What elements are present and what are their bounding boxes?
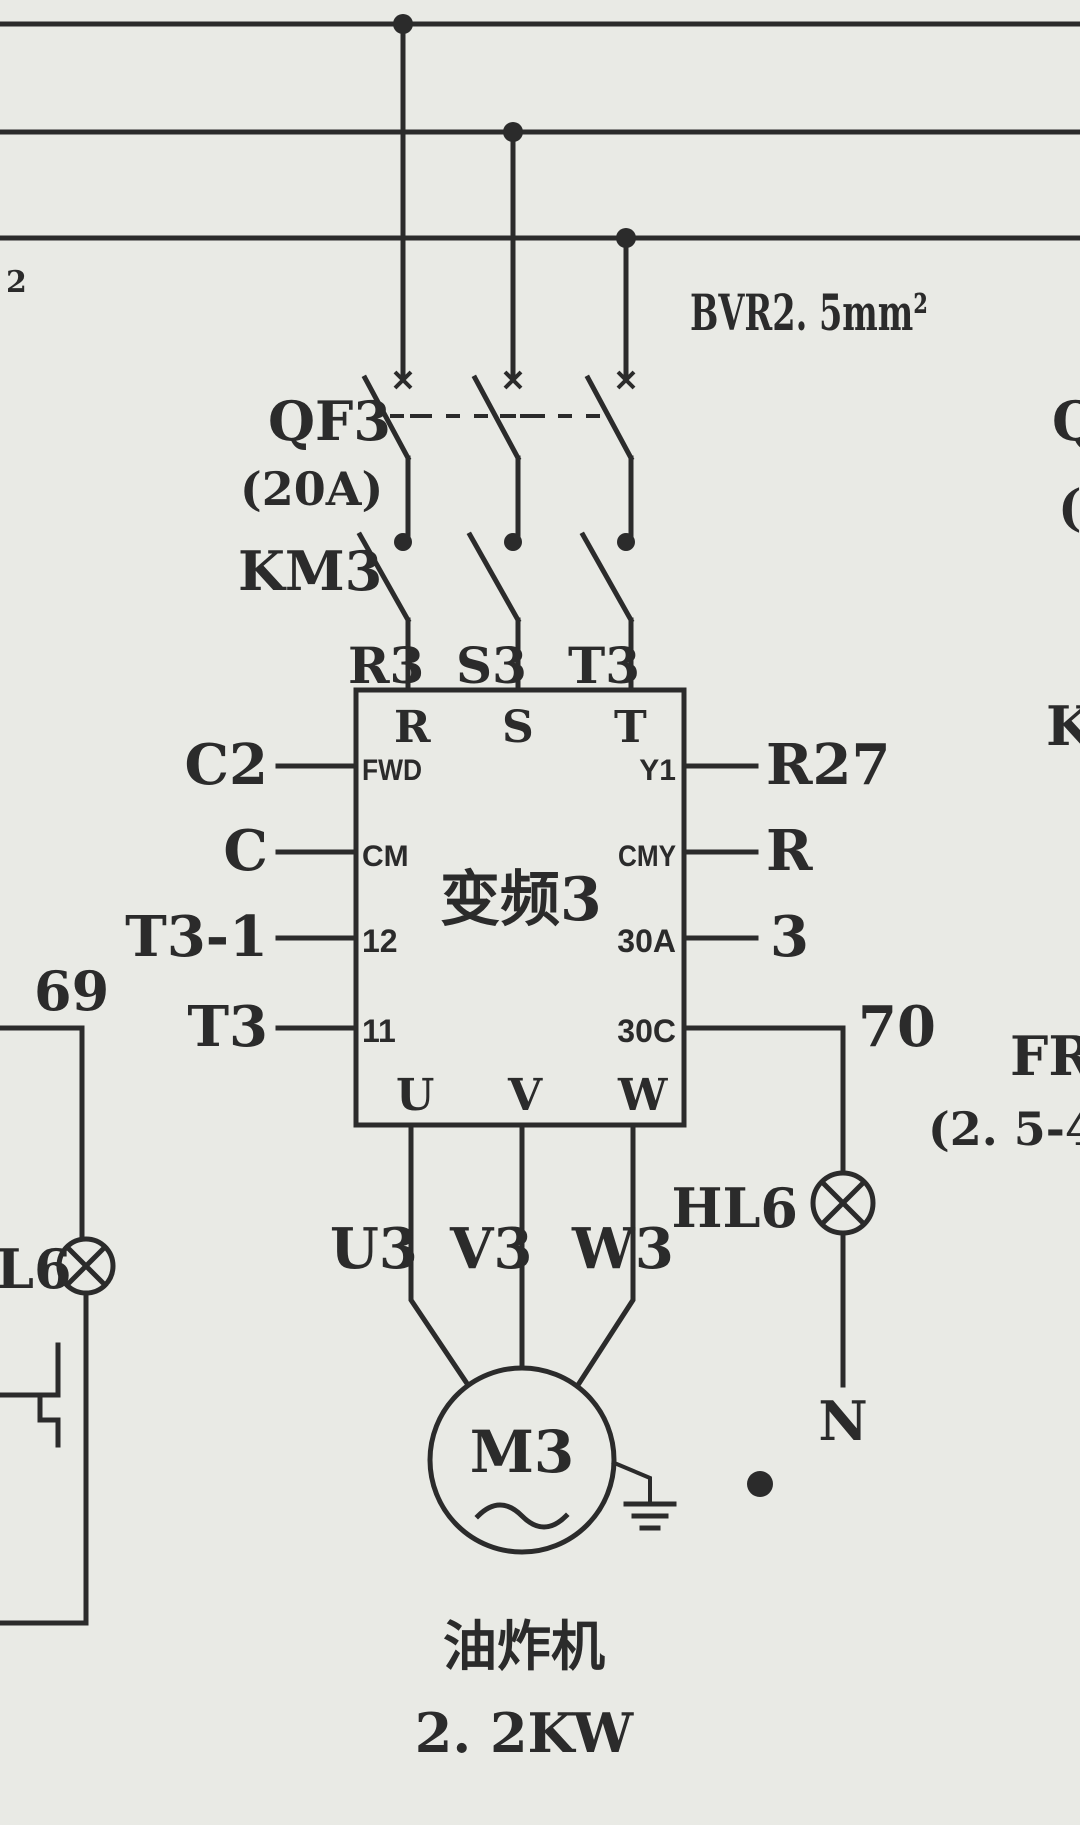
left-circuit-return <box>0 1290 89 1626</box>
pin-cmy-label: CMY <box>618 840 676 873</box>
pin-cm-label: CM <box>362 840 409 873</box>
pin-30a-label: 30A <box>617 923 676 959</box>
node-69-label: 69 <box>34 959 109 1023</box>
breaker-qf3-symbol <box>361 374 635 543</box>
right-k-label: K <box>1046 694 1080 758</box>
contactor-label: KM3 <box>238 539 382 603</box>
push-button-icon <box>0 1342 61 1448</box>
lamp-l6-label: L6 <box>0 1237 72 1301</box>
motor-m3-symbol <box>427 1365 617 1555</box>
pin-u-label: U <box>396 1070 434 1121</box>
motor-desc-label: 油炸机 <box>443 1614 605 1678</box>
indicator-lamp-hl6 <box>810 1170 876 1236</box>
pin-fwd-label: FWD <box>362 754 422 787</box>
neutral-label: N <box>818 1389 867 1453</box>
pin-11-label: 11 <box>362 1013 396 1049</box>
pin-t-label: T <box>614 702 647 753</box>
breaker-terminal-marks <box>393 370 636 390</box>
wire-3-label: 3 <box>770 904 809 970</box>
wire-t3-1-label: T3-1 <box>125 904 268 970</box>
input-s3-label: S3 <box>456 636 527 695</box>
left-superscript-label: 2 <box>6 265 27 300</box>
motor-wire-u3 <box>408 1122 472 1389</box>
left-circuit-wire <box>0 1025 85 1241</box>
inverter-name-label: 变频3 <box>440 865 602 935</box>
right-range-label: (2. 5-4 <box>928 1102 1080 1156</box>
wire-30c <box>681 1025 846 1175</box>
pin-12-label: 12 <box>362 923 398 959</box>
right-fr1-label: FR1 <box>1010 1024 1080 1088</box>
motor-wire-w3-label: W3 <box>571 1216 674 1282</box>
pin-s-label: S <box>502 702 534 753</box>
breaker-name-label: QF3 <box>268 389 391 453</box>
pin-v-label: V <box>507 1070 543 1121</box>
pin-r-label: R <box>394 702 431 753</box>
input-r3-label: R3 <box>348 636 424 695</box>
right-paren-label: ( <box>1058 478 1080 537</box>
pin-30c-label: 30C <box>617 1013 676 1049</box>
wire-r27-label: R27 <box>766 732 890 798</box>
pin-w-label: W <box>617 1070 668 1121</box>
pin-y1-label: Y1 <box>639 754 676 787</box>
motor-name-label: M3 <box>470 1418 575 1486</box>
lamp-hl6-label: HL6 <box>671 1176 798 1240</box>
motor-wire-u3-label: U3 <box>330 1216 418 1282</box>
wire-c2-label: C2 <box>184 732 268 798</box>
motor-power-label: 2. 2KW <box>415 1701 635 1765</box>
ground-icon <box>611 1460 677 1531</box>
motor-wire-v3-label: V3 <box>449 1216 532 1282</box>
ink-dot <box>747 1471 773 1497</box>
wire-r-label: R <box>766 818 813 884</box>
node-70-label: 70 <box>858 994 936 1060</box>
right-q-label: Q <box>1052 389 1080 453</box>
motor-wire-w3 <box>574 1122 636 1389</box>
ac-wave-icon <box>474 1502 570 1530</box>
wire-spec-label: BVR2. 5mm² <box>690 283 928 342</box>
wire-t3-label: T3 <box>187 994 268 1060</box>
wire-c-label: C <box>223 818 268 884</box>
contactor-km3-symbol <box>356 531 635 693</box>
breaker-rating-label: (20A) <box>240 462 383 516</box>
input-t3-label: T3 <box>568 636 640 695</box>
